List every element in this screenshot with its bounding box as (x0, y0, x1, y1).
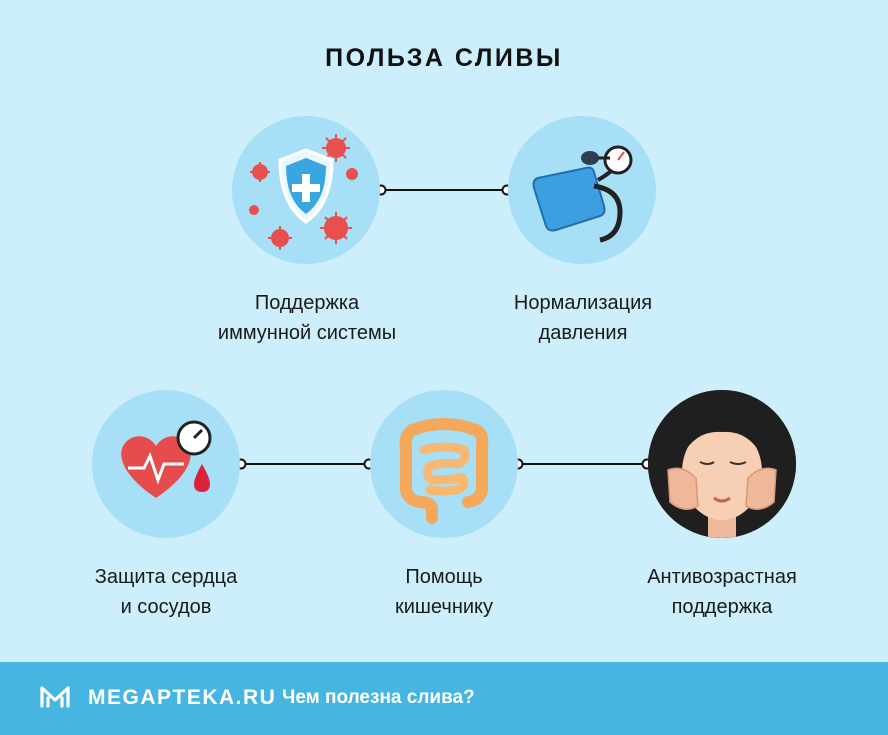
footer-tagline: Чем полезна слива? (282, 687, 475, 708)
benefit-antiage-caption: Антивозрастная поддержка (572, 562, 872, 622)
caption-line: кишечнику (394, 596, 494, 618)
brand-name: MEGAPTEKA.RU (88, 686, 277, 709)
shield-virus-icon (249, 134, 358, 250)
megapteka-logo-icon (40, 686, 70, 708)
benefit-intestine-caption: Помощь кишечнику (294, 562, 594, 622)
benefit-heart-circle (92, 390, 240, 538)
page-title: ПОЛЬЗА СЛИВЫ (325, 44, 563, 72)
heart-pulse-icon (121, 420, 212, 498)
caption-line: Антивозрастная (647, 566, 797, 588)
footer-bar: MEGAPTEKA.RU Чем полезна слива? (0, 662, 888, 735)
caption-line: давления (538, 322, 628, 344)
caption-line: Помощь (405, 566, 483, 588)
benefit-pressure-circle (508, 116, 656, 264)
benefit-intestine-circle (370, 390, 518, 538)
caption-line: Поддержка (254, 292, 360, 314)
face-massage-icon (648, 390, 796, 538)
benefit-immune-caption: Поддержка иммунной системы (157, 288, 457, 348)
benefit-antiage-circle (648, 390, 796, 538)
caption-line: поддержка (671, 596, 773, 618)
benefit-pressure-caption: Нормализация давления (433, 288, 733, 348)
benefit-immune-circle (232, 116, 380, 264)
benefit-heart-caption: Защита сердца и сосудов (16, 562, 316, 622)
caption-line: Защита сердца (94, 566, 238, 588)
blood-pressure-monitor-icon (532, 145, 633, 243)
intestines-icon (399, 418, 489, 524)
caption-line: Нормализация (513, 292, 653, 314)
caption-line: иммунной системы (217, 322, 397, 344)
caption-line: и сосудов (120, 596, 212, 618)
